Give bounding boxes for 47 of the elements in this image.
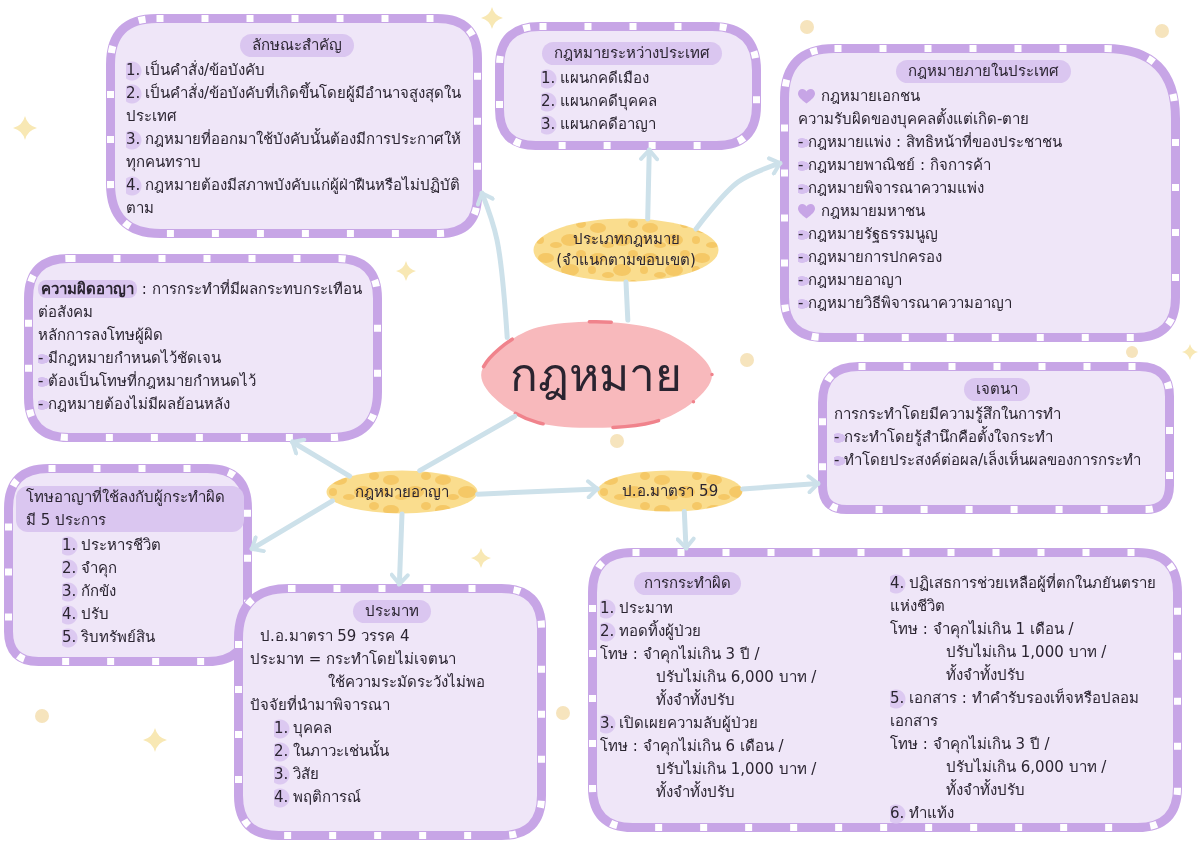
penalty-text: โทษ : จำคุกไม่เกิน 3 ปี / ปรับไม่เกิน 6,000 บาท / ทั้งจำทั้งปรับ <box>600 644 818 711</box>
card-heading: โทษอาญาที่ใช้ลงกับผู้กระทำผิด มี 5 ประการ <box>16 486 244 532</box>
body-text: การกระทำโดยมีความรู้สึกในการทำ <box>834 404 1062 425</box>
note-card <box>24 254 382 442</box>
topic-label: ประเภทกฎหมาย (จำแนกตามขอบเขต) <box>555 229 697 271</box>
body-text: ความรับผิดของบุคคลตั้งแต่เกิด-ตาย <box>798 108 1031 131</box>
note-card <box>780 44 1180 342</box>
body-text: หลักการลงโทษผู้ผิด <box>38 325 164 346</box>
central-topic-blob <box>478 318 714 432</box>
note-card <box>495 22 761 150</box>
arrow <box>389 511 410 587</box>
card-heading: กฎหมายภายในประเทศ <box>895 60 1071 83</box>
card-heading: ลักษณะสำคัญ <box>240 34 354 57</box>
note-card <box>234 584 546 840</box>
central-topic-label: กฎหมาย <box>510 347 682 403</box>
card-heading: การกระทำผิด <box>634 572 741 595</box>
topic-oval <box>326 470 478 514</box>
topic-label: กฎหมายอาญา <box>355 481 449 503</box>
arrow <box>693 156 783 232</box>
note-card <box>588 548 1182 832</box>
definition-text: ประมาท = กระทำโดยไม่เจตนา ใช้ความระมัดระวังไม่พอ <box>250 649 486 693</box>
arrow <box>249 498 335 554</box>
connector-line <box>417 413 518 474</box>
subheading: กฎหมายมหาชน <box>821 201 925 222</box>
topic-oval <box>533 218 719 282</box>
arrow <box>639 147 660 222</box>
note-card <box>818 362 1174 514</box>
card-heading: กฎหมายระหว่างประเทศ <box>542 42 722 65</box>
topic-label: ป.อ.มาตรา 59 <box>621 480 719 502</box>
arrow <box>475 190 510 340</box>
note-card <box>4 464 252 666</box>
topic-oval <box>597 470 743 512</box>
subheading: กฎหมายเอกชน <box>821 86 920 107</box>
body-text: ความผิดอาญา : การกระทำที่มีผลกระทบกระเทือนต่อสังคม <box>38 278 363 323</box>
connector-line <box>623 279 631 323</box>
penalty-text: โทษ : จำคุกไม่เกิน 3 ปี / ปรับไม่เกิน 6,000 บาท / ทั้งจำทั้งปรับ <box>890 734 1108 801</box>
arrow <box>475 479 600 500</box>
card-heading: เจตนา <box>964 378 1030 401</box>
arrow <box>675 509 696 551</box>
arrow <box>740 474 821 495</box>
card-heading: ประมาท <box>353 600 431 623</box>
body-text: ปัจจัยที่นำมาพิจารณา <box>250 694 391 716</box>
body-text: ป.อ.มาตรา 59 วรรค 4 <box>260 626 411 647</box>
note-card <box>106 14 482 238</box>
penalty-text: โทษ : จำคุกไม่เกิน 1 เดือน / ปรับไม่เกิน 1,000 บาท / ทั้งจำทั้งปรับ <box>890 619 1108 686</box>
arrow <box>290 437 353 479</box>
penalty-text: โทษ : จำคุกไม่เกิน 6 เดือน / ปรับไม่เกิน 1,000 บาท / ทั้งจำทั้งปรับ <box>600 736 818 803</box>
